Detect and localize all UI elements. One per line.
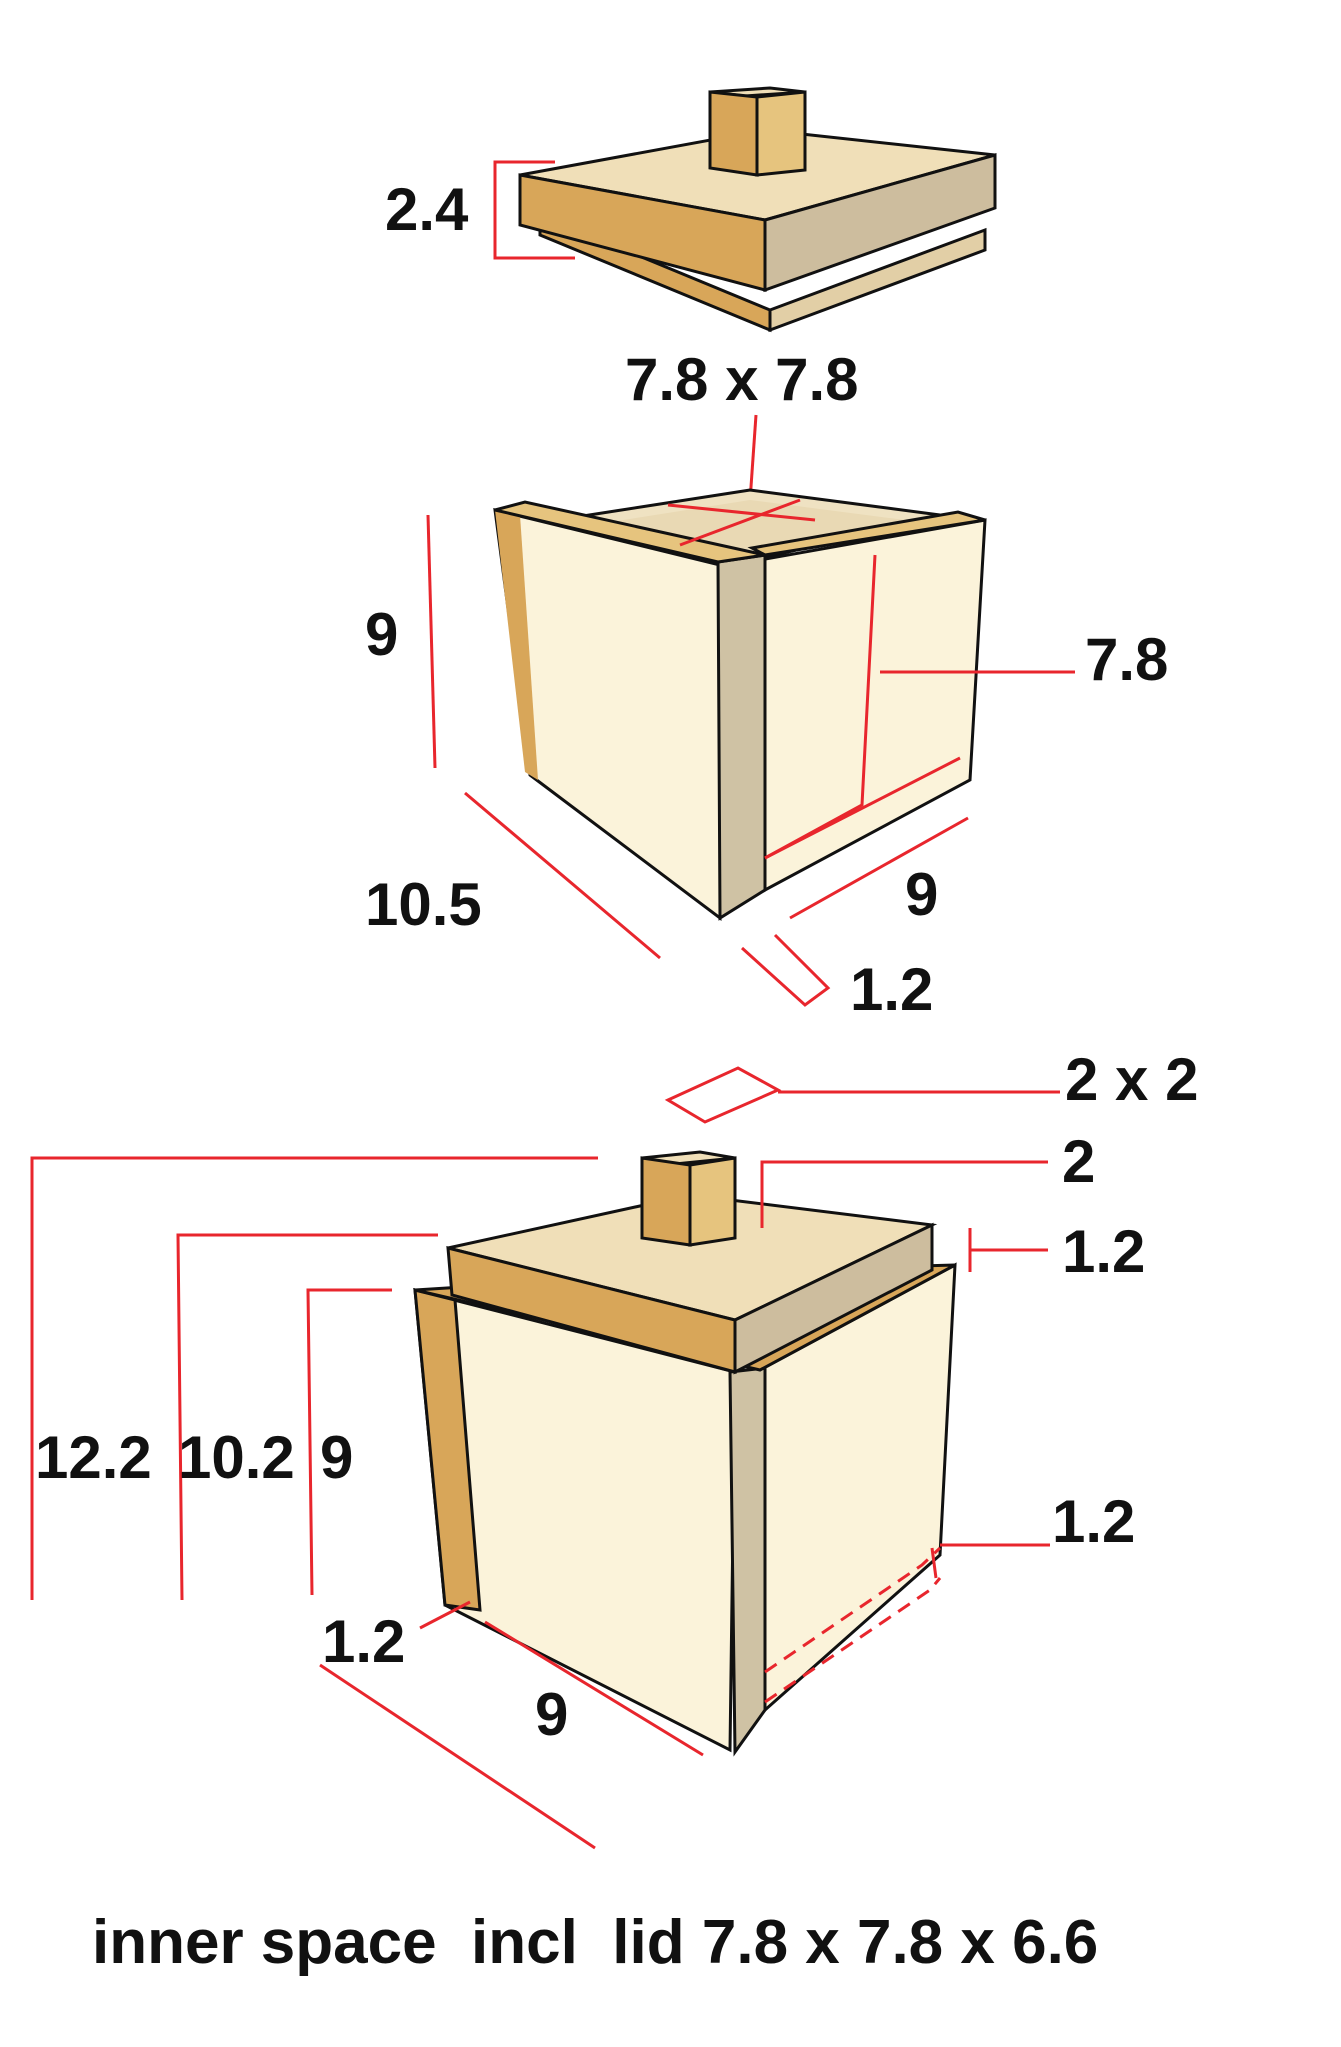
- box-corner-strip: [716, 553, 767, 921]
- box-top-rim-right: [747, 510, 986, 557]
- side-height-bracket: [306, 1288, 392, 1596]
- open-box: [493, 488, 987, 922]
- lid-side-edge: [763, 153, 997, 293]
- box-depth-line: [464, 791, 661, 960]
- lid-height-bracket: [493, 160, 575, 260]
- assembled-knob-front: [640, 1156, 692, 1247]
- overall-depth-line: [319, 1663, 596, 1850]
- box-height-label: 9: [365, 601, 398, 668]
- total-height-bracket: [30, 1156, 598, 1600]
- box-left-edge-strip: [495, 510, 538, 780]
- bottom-thickness-label: 1.2: [1052, 1488, 1135, 1555]
- front-width-label: 9: [535, 1681, 568, 1748]
- inner-floor-marker: [764, 756, 961, 860]
- caption: inner space incl lid 7.8 x 7.8 x 6.6: [92, 1908, 1098, 1977]
- knob-height-leader: [760, 1160, 1048, 1228]
- box-height-line: [426, 514, 437, 769]
- lid-part: [518, 86, 997, 333]
- opening-cross-a: [667, 503, 816, 522]
- bottom-panel-dashed: [764, 1546, 942, 1704]
- lid-lip-side: [768, 227, 987, 333]
- total-height-label: 12.2: [35, 1424, 152, 1491]
- side-height-label: 9: [320, 1424, 353, 1491]
- lid-size-label: 7.8 x 7.8: [625, 346, 859, 413]
- lid-height-label: 2.4: [385, 176, 469, 243]
- assembled-lid-side-edge: [733, 1222, 934, 1375]
- inner-size-label: 7.8: [1085, 626, 1168, 693]
- opening-cross-b: [679, 498, 801, 547]
- front-thickness-label: 1.2: [322, 1608, 405, 1675]
- lid-thickness-label: 1.2: [1062, 1218, 1145, 1285]
- assembled-box: [413, 1150, 957, 1757]
- assembled-knob-side: [688, 1156, 737, 1247]
- box-width-line: [789, 816, 969, 920]
- knob-size-label: 2 x 2: [1065, 1046, 1198, 1113]
- height-without-knob-bracket: [176, 1233, 438, 1601]
- wall-thickness-marker: [740, 933, 831, 1007]
- lid-knob-side: [755, 90, 807, 177]
- knob-height-label: 2: [1062, 1128, 1095, 1195]
- height-without-knob-label: 10.2: [178, 1424, 295, 1491]
- box-depth-label: 10.5: [365, 871, 482, 938]
- bottom-dash-end: [930, 1547, 938, 1579]
- bottom-dash-top: [764, 1546, 942, 1674]
- front-width-line: [484, 1620, 704, 1757]
- box-width-label: 9: [905, 861, 938, 928]
- wall-thickness-label: 1.2: [850, 956, 933, 1023]
- bottom-dash-bottom: [764, 1577, 942, 1704]
- lid-knob-front: [708, 90, 759, 177]
- assembled-corner-strip: [728, 1366, 767, 1757]
- knob-footprint: [664, 1066, 782, 1124]
- front-thickness-line: [419, 1600, 471, 1630]
